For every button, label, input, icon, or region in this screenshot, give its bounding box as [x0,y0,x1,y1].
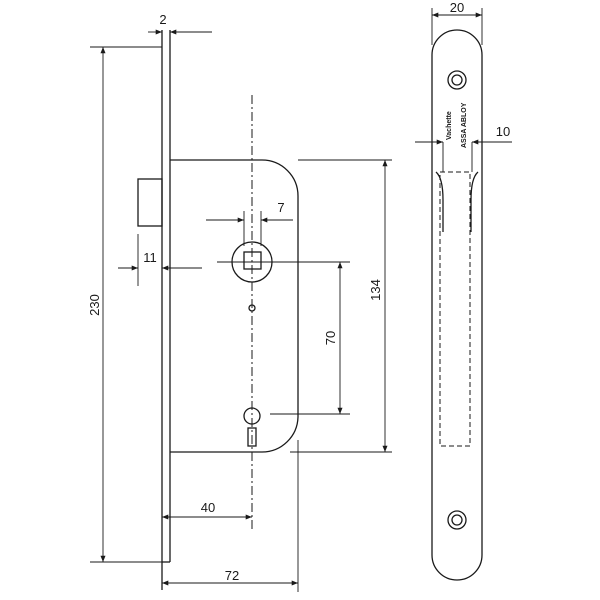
dim-bolt-offset: 11 [118,234,202,286]
keyhole [243,407,350,447]
dim-spindle-to-key: 70 [323,262,343,414]
dim-label-70: 70 [323,331,338,345]
dim-label-11: 11 [143,250,157,265]
dim-label-230: 230 [87,294,102,316]
side-faceplate [161,30,171,590]
dim-label-40: 40 [201,500,215,515]
latch-bolt [137,178,163,227]
dim-label-72: 72 [225,568,239,583]
dim-label-20: 20 [450,0,464,15]
spindle-hub [217,241,350,283]
dim-body-depth: 72 [161,440,299,592]
brand-logo: Vachette ASSA ABLOY [446,102,468,148]
dim-faceplate-thickness: 2 [148,12,212,45]
dim-label-10: 10 [496,124,510,139]
front-faceplate [431,29,483,581]
dim-label-7: 7 [277,200,284,215]
dim-backset: 40 [161,500,253,520]
dim-total-height: 230 [87,46,162,563]
screw-hole [248,304,256,312]
dim-faceplate-width: 20 [431,0,483,45]
brand-assa-abloy: ASSA ABLOY [461,102,468,148]
dim-spindle-size: 7 [206,200,293,246]
dim-body-height: 134 [290,159,392,453]
brand-vachette: Vachette [446,111,453,140]
lock-body [170,159,299,453]
dim-label-134: 134 [368,279,383,301]
dim-label-2: 2 [159,12,166,27]
dim-recess-width: 10 [415,124,512,145]
